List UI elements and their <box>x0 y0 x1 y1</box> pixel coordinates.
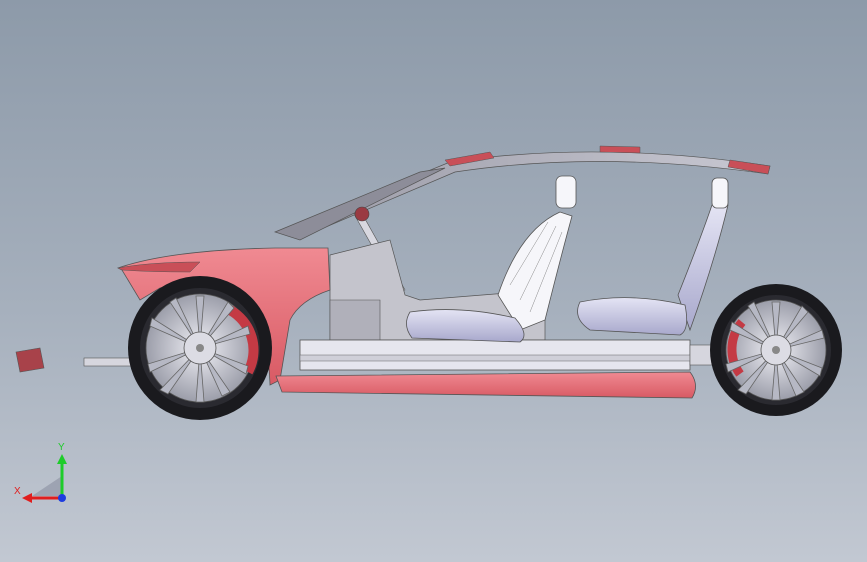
chassis-floor <box>83 339 713 371</box>
front-wheel[interactable] <box>128 276 272 420</box>
rear-wheel[interactable] <box>710 284 842 416</box>
front-brake-caliper <box>227 305 259 375</box>
z-axis-dot-icon <box>58 494 66 502</box>
side-skirt <box>275 371 696 399</box>
orientation-triad: Y X <box>12 440 76 510</box>
y-axis-arrow-icon <box>57 454 67 464</box>
y-axis-label: Y <box>58 442 65 453</box>
x-axis-arrow-icon <box>22 493 32 503</box>
rear-seat <box>577 177 729 336</box>
front-bumper-piece <box>15 347 45 373</box>
roof-rail <box>278 145 771 239</box>
triad-plane <box>32 476 62 496</box>
front-seat <box>406 175 577 343</box>
x-axis-label: X <box>14 486 21 497</box>
